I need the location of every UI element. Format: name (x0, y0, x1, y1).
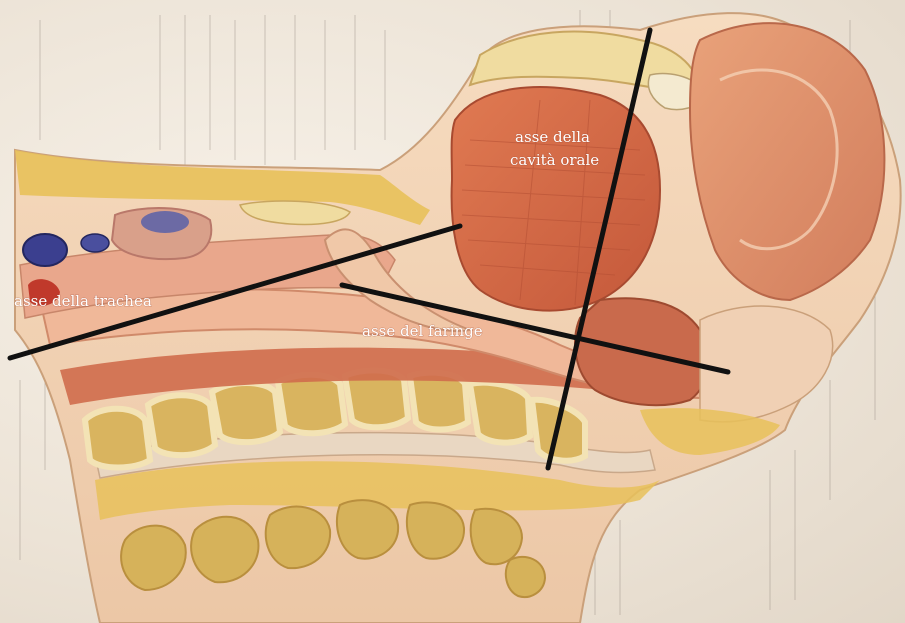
vein-vessel-small (81, 234, 109, 252)
chin-skin (700, 306, 833, 422)
pharynx-axis-label: asse del faringe (362, 322, 483, 340)
vessel-cross-section (141, 211, 189, 233)
oral-axis-label-line2: cavità orale (510, 151, 599, 169)
oral-axis-label-line1: asse della (515, 128, 590, 146)
lips-and-face (690, 23, 884, 300)
trachea-axis-label: asse della trachea (14, 292, 152, 310)
vein-vessel (23, 234, 67, 266)
